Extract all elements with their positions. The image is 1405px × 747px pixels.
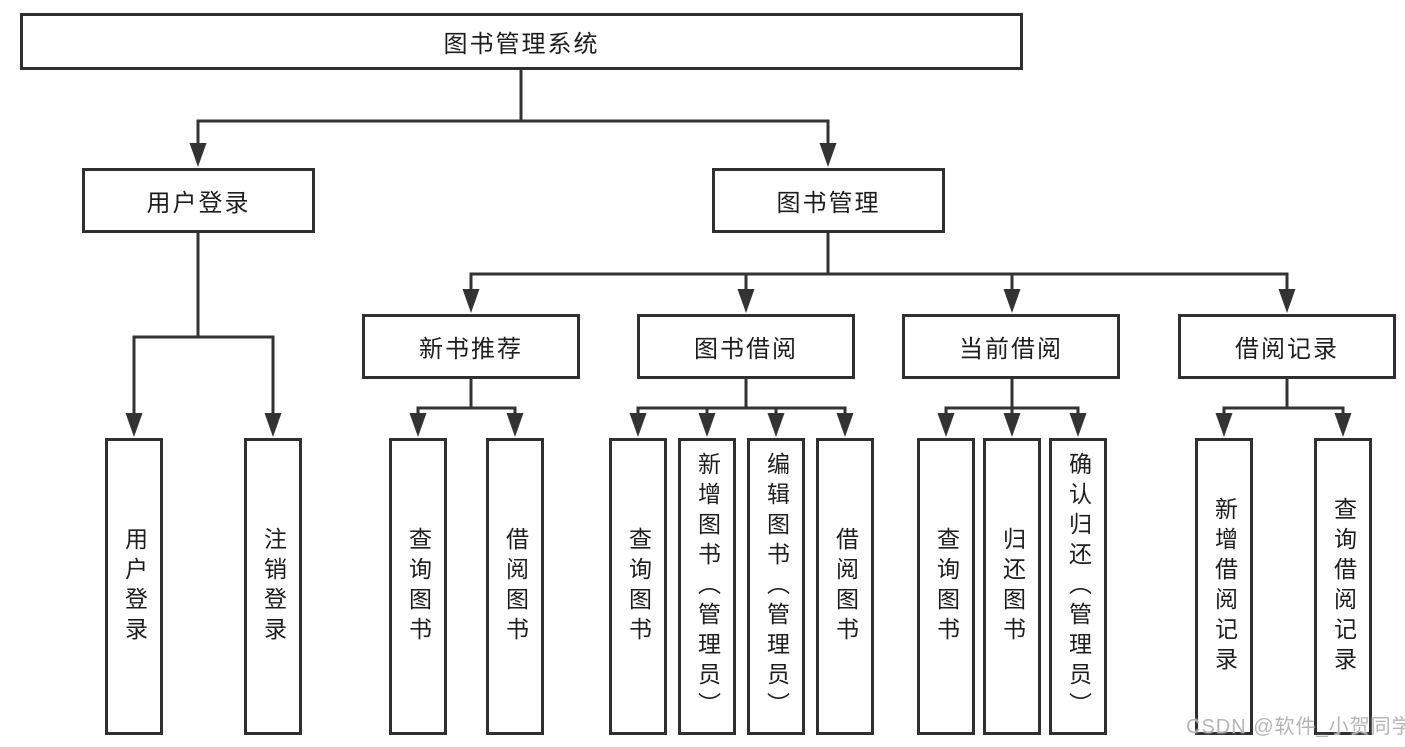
leaf-confirm-return-admin: 确认归还（管理员）	[1049, 438, 1107, 735]
node-user-login: 用户登录	[82, 168, 315, 233]
node-label: 查询图书	[625, 526, 652, 647]
leaf-user-login: 用户登录	[105, 438, 163, 735]
leaf-query-books-current: 查询图书	[917, 438, 975, 735]
node-label: 图书借阅	[694, 336, 798, 363]
leaf-return-book: 归还图书	[983, 438, 1041, 735]
node-label: 查询借阅记录	[1330, 496, 1357, 677]
node-current-borrowing: 当前借阅	[902, 314, 1120, 379]
leaf-borrow-books-borrowing: 借阅图书	[816, 438, 874, 735]
node-borrowing-records: 借阅记录	[1178, 314, 1396, 379]
node-label: 当前借阅	[959, 336, 1063, 363]
node-library-management-system: 图书管理系统	[20, 13, 1023, 70]
node-label: 注销登录	[260, 526, 287, 647]
node-label: 借阅记录	[1235, 336, 1339, 363]
node-label: 用户登录	[146, 190, 251, 217]
leaf-logout: 注销登录	[244, 438, 302, 735]
csdn-watermark: CSDN @软件_小贺同学	[1186, 716, 1405, 738]
leaf-add-book-admin: 新增图书（管理员）	[678, 438, 736, 735]
leaf-add-borrow-record: 新增借阅记录	[1195, 438, 1253, 735]
node-label: 借阅图书	[502, 526, 529, 647]
node-label: 查询图书	[405, 526, 432, 647]
node-label: 图书管理	[776, 190, 881, 217]
node-label: 借阅图书	[832, 526, 859, 647]
leaf-query-books-borrowing: 查询图书	[609, 438, 667, 735]
node-book-borrowing: 图书借阅	[637, 314, 855, 379]
node-label: 查询图书	[933, 526, 960, 647]
leaf-edit-book-admin: 编辑图书（管理员）	[747, 438, 805, 735]
node-label: 用户登录	[121, 526, 148, 647]
node-label: 新增图书（管理员）	[694, 451, 721, 722]
node-label: 新书推荐	[419, 336, 523, 363]
node-label: 归还图书	[999, 526, 1026, 647]
leaf-query-borrow-record: 查询借阅记录	[1314, 438, 1372, 735]
node-book-management: 图书管理	[712, 168, 945, 233]
node-label: 图书管理系统	[443, 31, 600, 58]
node-new-book-recommend: 新书推荐	[362, 314, 580, 379]
node-label: 确认归还（管理员）	[1065, 451, 1092, 722]
leaf-borrow-books-recommend: 借阅图书	[486, 438, 544, 735]
node-label: 新增借阅记录	[1211, 496, 1238, 677]
leaf-query-books-recommend: 查询图书	[389, 438, 447, 735]
node-label: 编辑图书（管理员）	[763, 451, 790, 722]
